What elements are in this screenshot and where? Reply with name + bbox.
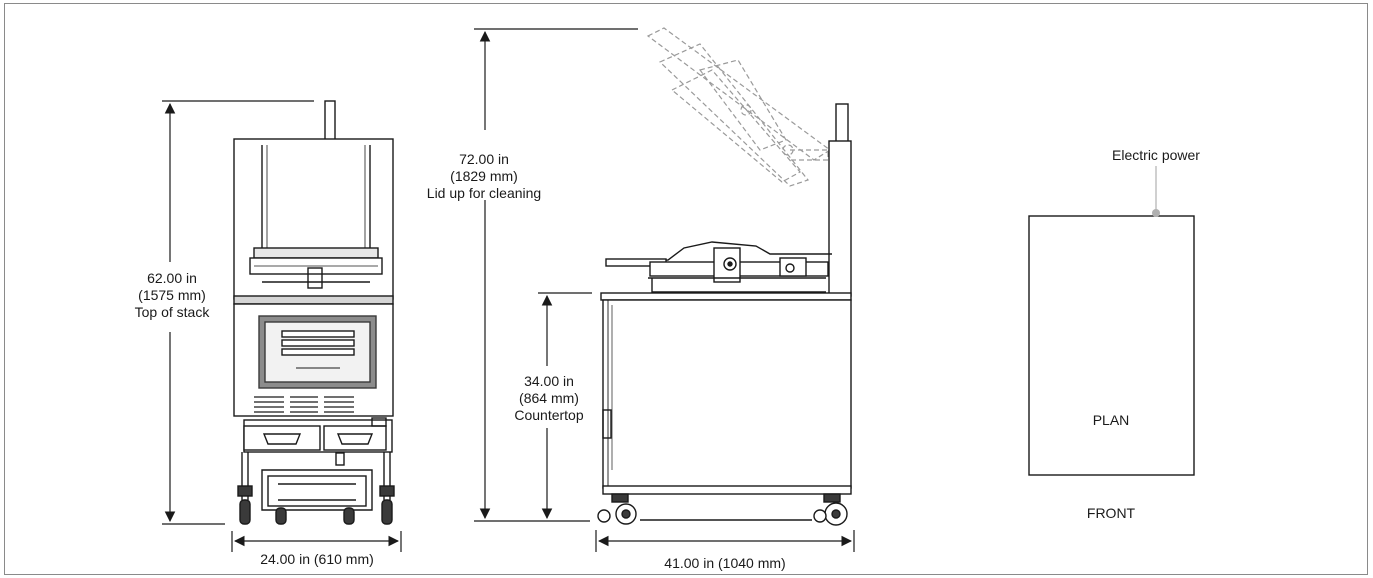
front-height-note: Top of stack	[134, 304, 210, 320]
lid-height-note: Lid up for cleaning	[426, 185, 542, 201]
electric-power-label: Electric power	[1112, 147, 1200, 163]
front-label: FRONT	[1086, 505, 1136, 521]
counter-height-label: 34.00 in (864 mm) Countertop	[504, 373, 594, 424]
front-height-value: 62.00 in	[147, 270, 197, 286]
lid-up-dashed-outline	[646, 27, 832, 187]
front-height-dimension	[162, 100, 314, 525]
power-connection-dot	[1152, 209, 1160, 217]
front-width-dimension	[231, 531, 402, 552]
counter-height-dimension	[538, 292, 592, 520]
drawing-frame	[4, 3, 1368, 575]
lid-height-label: 72.00 in (1829 mm) Lid up for cleaning	[414, 151, 554, 202]
lid-height-metric: (1829 mm)	[450, 168, 518, 184]
counter-height-note: Countertop	[514, 407, 584, 423]
depth-label: 41.00 in (1040 mm)	[664, 555, 786, 571]
plan-footprint	[1028, 215, 1195, 476]
lid-height-dimension	[474, 28, 638, 522]
side-view-machine	[597, 103, 852, 526]
front-height-label: 62.00 in (1575 mm) Top of stack	[132, 270, 212, 321]
front-width-label: 24.00 in (610 mm)	[260, 551, 374, 567]
depth-dimension	[595, 530, 855, 552]
plan-label: PLAN	[1092, 412, 1130, 428]
front-view-machine	[233, 100, 395, 525]
front-height-metric: (1575 mm)	[138, 287, 206, 303]
counter-height-metric: (864 mm)	[519, 390, 579, 406]
counter-height-value: 34.00 in	[524, 373, 574, 389]
lid-height-value: 72.00 in	[459, 151, 509, 167]
